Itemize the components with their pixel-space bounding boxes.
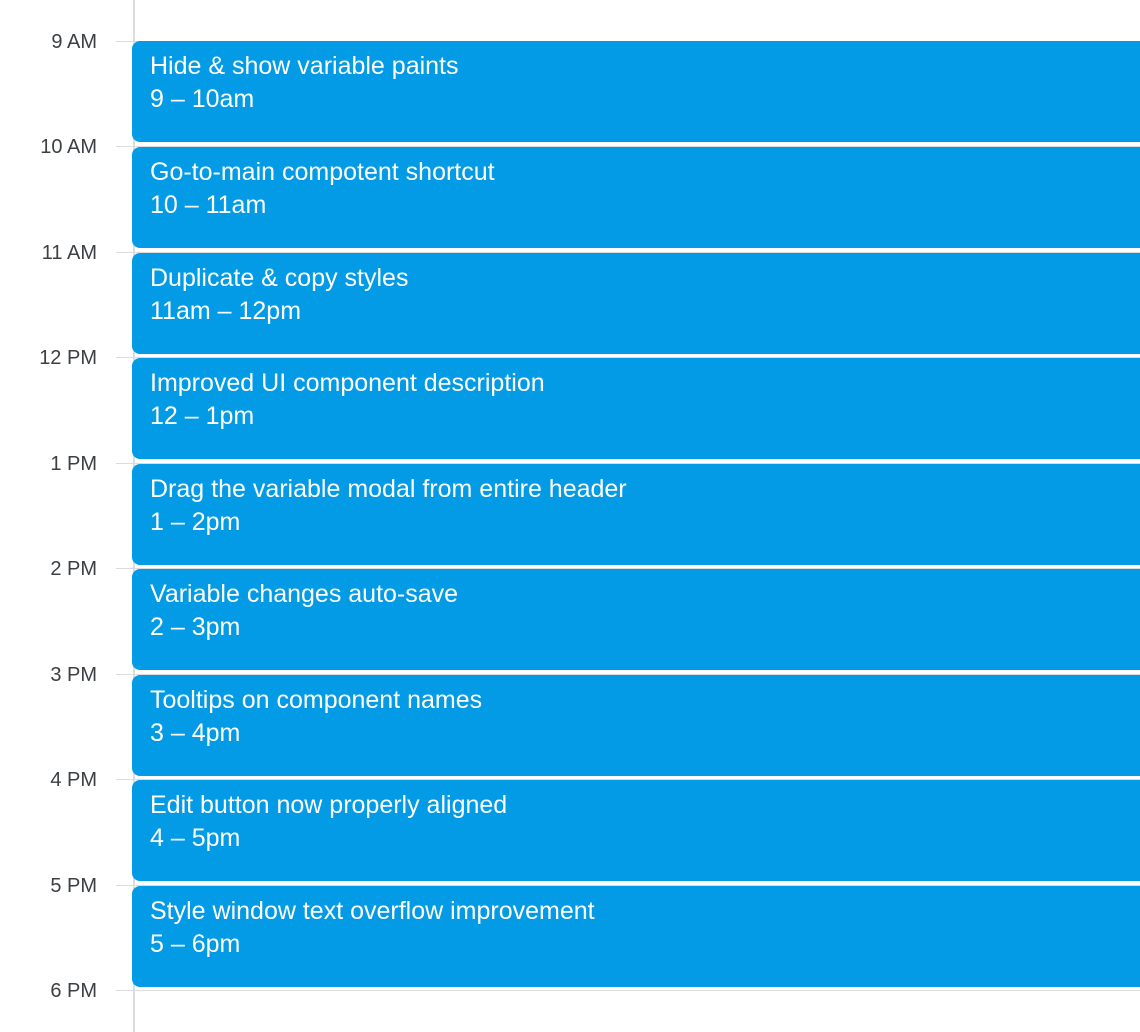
event-time: 2 – 3pm	[150, 613, 241, 641]
hour-row-1pm: 1 PM	[0, 454, 1140, 474]
event-time: 4 – 5pm	[150, 824, 241, 852]
event-title: Variable changes auto-save	[150, 580, 459, 608]
hour-gridline	[116, 463, 1140, 464]
event-card[interactable]: Tooltips on component names 3 – 4pm	[132, 675, 1140, 776]
event-title: Tooltips on component names	[150, 686, 483, 714]
hour-label: 5 PM	[50, 875, 97, 897]
hour-gridline	[116, 779, 1140, 780]
event-card[interactable]: Style window text overflow improvement 5…	[132, 886, 1140, 987]
hour-label: 3 PM	[50, 664, 97, 686]
event-title: Duplicate & copy styles	[150, 264, 409, 292]
hour-gridline	[116, 990, 1140, 991]
event-card[interactable]: Improved UI component description 12 – 1…	[132, 358, 1140, 459]
hour-gridline	[116, 674, 1140, 675]
event-time: 10 – 11am	[150, 191, 267, 219]
hour-row-6pm: 6 PM	[0, 981, 1140, 1001]
event-time: 12 – 1pm	[150, 402, 255, 430]
hour-label: 11 AM	[41, 242, 97, 264]
event-card[interactable]: Hide & show variable paints 9 – 10am	[132, 41, 1140, 142]
hour-label: 10 AM	[40, 136, 97, 158]
hour-label: 6 PM	[50, 980, 97, 1002]
hour-row-3pm: 3 PM	[0, 665, 1140, 685]
hour-label: 2 PM	[50, 558, 97, 580]
event-time: 11am – 12pm	[150, 297, 302, 325]
event-card[interactable]: Drag the variable modal from entire head…	[132, 464, 1140, 565]
event-time: 3 – 4pm	[150, 719, 241, 747]
hour-label: 12 PM	[39, 347, 97, 369]
hour-gridline	[116, 146, 1140, 147]
hour-gridline	[116, 568, 1140, 569]
hour-gridline	[116, 357, 1140, 358]
hour-label: 4 PM	[50, 769, 97, 791]
event-title: Edit button now properly aligned	[150, 791, 508, 819]
event-title: Style window text overflow improvement	[150, 897, 595, 925]
hour-row-4pm: 4 PM	[0, 770, 1140, 790]
hour-row-11am: 11 AM	[0, 243, 1140, 263]
event-title: Drag the variable modal from entire head…	[150, 475, 627, 503]
event-time: 1 – 2pm	[150, 508, 241, 536]
event-title: Improved UI component description	[150, 369, 545, 397]
hour-row-10am: 10 AM	[0, 137, 1140, 157]
event-card[interactable]: Variable changes auto-save 2 – 3pm	[132, 569, 1140, 670]
hour-row-5pm: 5 PM	[0, 876, 1140, 896]
event-card[interactable]: Duplicate & copy styles 11am – 12pm	[132, 253, 1140, 354]
hour-row-2pm: 2 PM	[0, 559, 1140, 579]
hour-gridline	[116, 252, 1140, 253]
hour-gridline	[116, 885, 1140, 886]
event-card[interactable]: Go-to-main compotent shortcut 10 – 11am	[132, 147, 1140, 248]
event-card[interactable]: Edit button now properly aligned 4 – 5pm	[132, 780, 1140, 881]
hour-label: 9 AM	[51, 31, 97, 53]
event-title: Go-to-main compotent shortcut	[150, 158, 495, 186]
event-time: 5 – 6pm	[150, 930, 241, 958]
hour-row-12pm: 12 PM	[0, 348, 1140, 368]
event-time: 9 – 10am	[150, 85, 255, 113]
event-title: Hide & show variable paints	[150, 52, 459, 80]
hour-label: 1 PM	[50, 453, 97, 475]
